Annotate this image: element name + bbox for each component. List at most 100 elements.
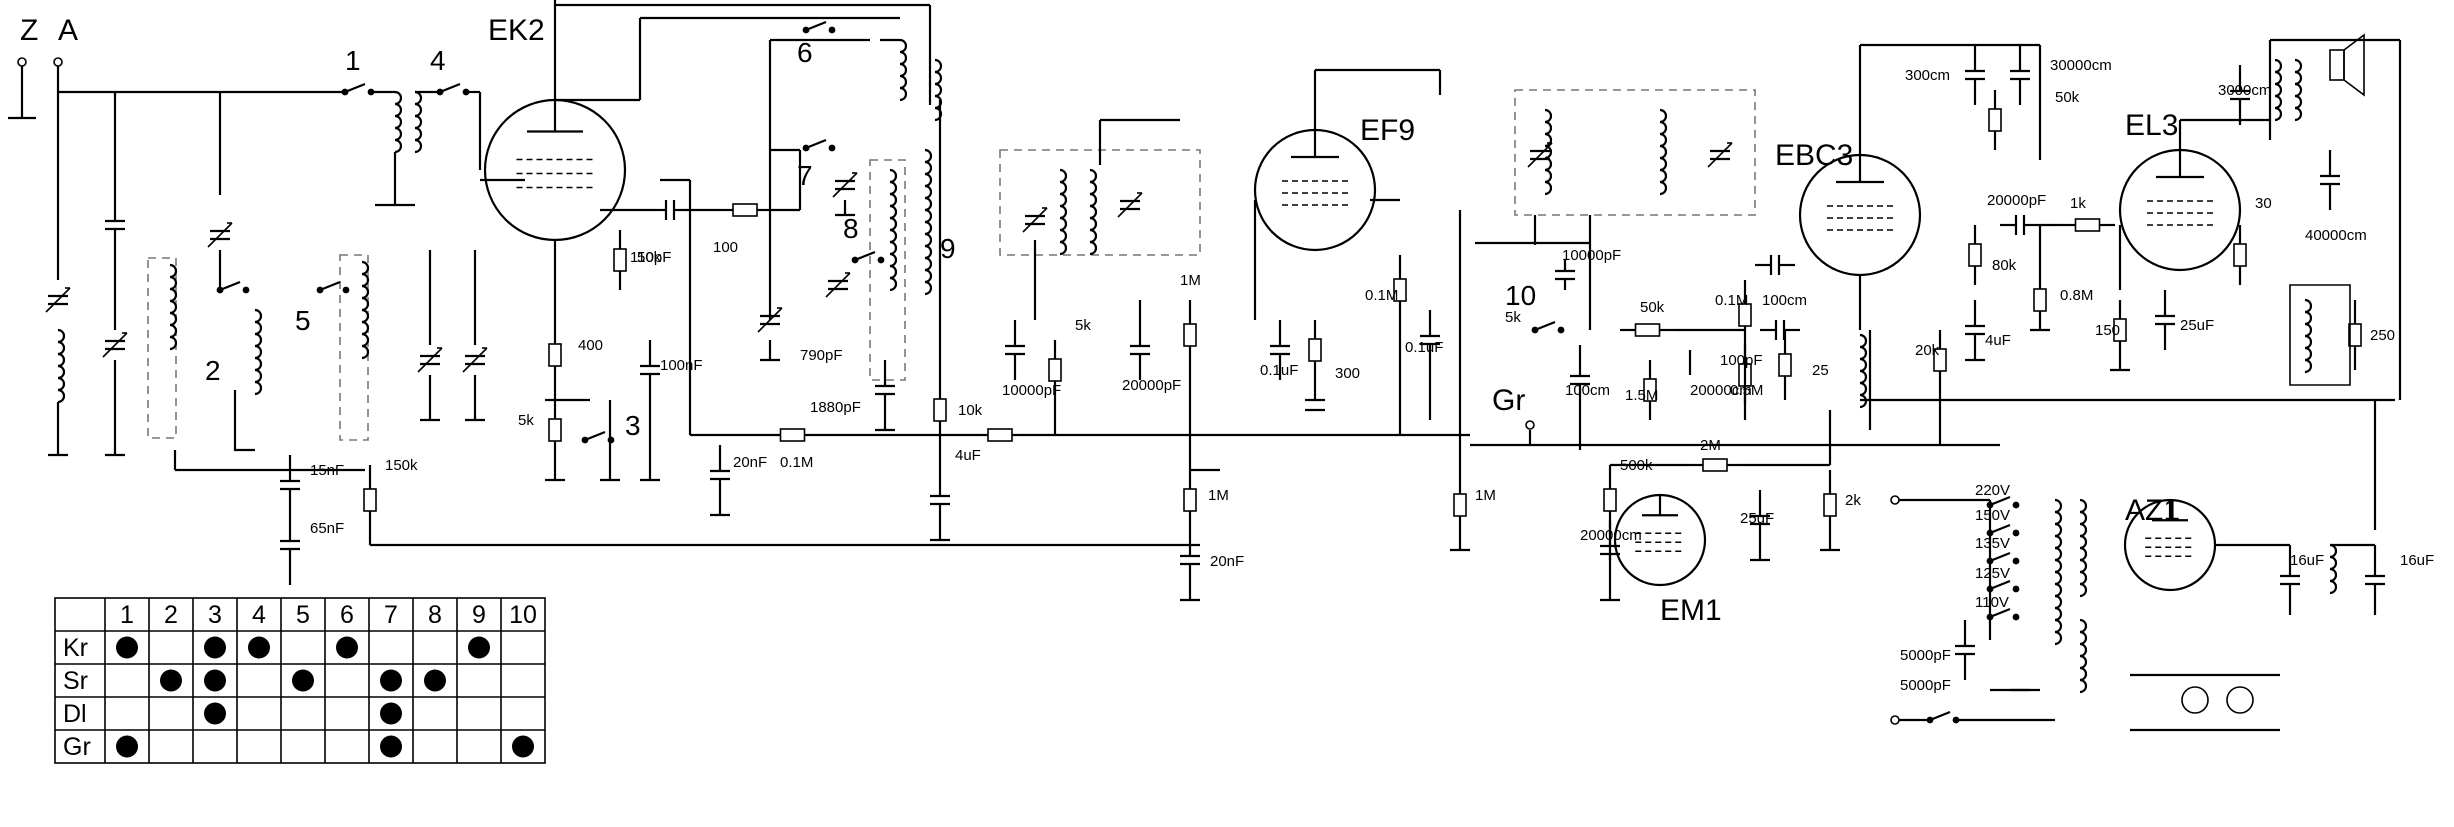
table-mark-dot — [204, 702, 226, 725]
table-column-header: 6 — [340, 601, 354, 629]
tap-switch-1 — [1986, 495, 2020, 509]
c25u-label: 25uF — [1740, 510, 1774, 527]
r2k — [1823, 470, 1837, 540]
c4u-a — [930, 470, 950, 530]
screen-box-1 — [147, 257, 177, 439]
speaker-icon — [2329, 49, 2345, 81]
c20000p_a-label: 20000pF — [1122, 377, 1181, 394]
c1880p — [875, 360, 895, 420]
coil — [889, 168, 898, 292]
r5k-b — [1048, 340, 1062, 400]
r5k_a-label: 5k — [518, 412, 534, 429]
c65n — [280, 515, 300, 575]
table-mark-dot — [336, 636, 358, 659]
switch-9-label: 9 — [940, 233, 956, 264]
screen-box-2 — [339, 254, 369, 441]
table-row-label-dl: Dl — [63, 700, 87, 728]
table-mark-dot — [116, 735, 138, 758]
antenna-trimmer — [45, 287, 71, 313]
table-mark-dot — [160, 669, 182, 692]
switch-8-label: 8 — [843, 213, 859, 244]
table-column-header: 5 — [296, 601, 310, 629]
c4u_b-label: 4uF — [1985, 332, 2011, 349]
coil — [361, 260, 370, 360]
r01m-b — [1393, 255, 1407, 325]
r01m_a-label: 0.1M — [780, 454, 813, 471]
junction-dot — [1986, 613, 1994, 621]
c5000p_b-label: 5000pF — [1900, 677, 1951, 694]
tube-em1 — [1613, 493, 1707, 587]
junction-dot — [462, 88, 470, 96]
tube-ek2 — [483, 98, 627, 242]
table-row-label-kr: Kr — [63, 634, 88, 662]
c100p — [1760, 320, 1800, 340]
junction-dot — [2012, 585, 2020, 593]
c10000p-b — [1555, 260, 1575, 290]
r01m-a — [760, 428, 825, 442]
trimmer-8 — [825, 272, 851, 298]
r1m_b-label: 1M — [1208, 487, 1229, 504]
tube-ebc3 — [1798, 153, 1922, 277]
r10k — [933, 380, 947, 440]
table-column-header: 4 — [252, 601, 266, 629]
r50k_b-label: 50k — [1640, 299, 1665, 316]
r100-label: 100 — [713, 239, 738, 256]
r150k-label: 150k — [385, 457, 418, 474]
c100p-label: 100pF — [1720, 352, 1763, 369]
c20000p_b-label: 20000pF — [1987, 192, 2046, 209]
switch-7-label: 7 — [797, 160, 813, 191]
coil — [924, 148, 933, 296]
tube-az1-label: AZ1 — [2125, 494, 2180, 527]
c01u-b — [1420, 310, 1440, 370]
junction-dot — [216, 286, 224, 294]
coil — [2304, 298, 2313, 374]
c100cm-b — [1755, 255, 1795, 275]
tube-ef9 — [1253, 128, 1377, 252]
c20n-a — [710, 445, 730, 505]
r50k_c-label: 50k — [2055, 89, 2080, 106]
r100 — [720, 203, 770, 217]
r10k-b — [980, 428, 1020, 442]
table-mark-dot — [204, 636, 226, 659]
coil — [934, 58, 943, 122]
table-column-header: 9 — [472, 601, 486, 629]
junction-dot — [828, 144, 836, 152]
coil — [1059, 168, 1068, 256]
r150 — [2113, 300, 2127, 360]
r01m_c-label: 0.1M — [1715, 292, 1748, 309]
c10000p_b-label: 10000pF — [1562, 247, 1621, 264]
table-column-header: 10 — [509, 601, 537, 629]
r1k-label: 1k — [2070, 195, 2086, 212]
r150-label: 150 — [2095, 322, 2120, 339]
coil — [1659, 108, 1668, 196]
r1m_c-label: 1M — [1475, 487, 1496, 504]
c20000cm_a-label: 20000cm — [1690, 382, 1752, 399]
el3-stage — [1608, 33, 2402, 600]
r25-label: 25 — [1812, 362, 1829, 379]
ebc3-stage — [1470, 43, 2395, 447]
r08m — [2033, 270, 2047, 330]
r50k-c — [1988, 90, 2002, 150]
r10k-label: 10k — [958, 402, 983, 419]
junction-dot — [1986, 585, 1994, 593]
junction-dot — [1926, 716, 1934, 724]
tap-switch-4 — [1986, 579, 2020, 593]
c1880p-label: 1880pF — [810, 399, 861, 416]
v110-label: 110V — [1975, 594, 2009, 611]
c3000cm — [2230, 65, 2250, 125]
r30 — [2233, 225, 2247, 285]
r1m-d — [1453, 470, 1467, 540]
table-column-header: 8 — [428, 601, 442, 629]
tube-ek2-label: EK2 — [488, 14, 545, 47]
r05m — [1738, 345, 1752, 405]
switch-10 — [1531, 320, 1565, 334]
pilot-lamp-2-icon — [2226, 686, 2254, 714]
junction-dot — [2012, 529, 2020, 537]
c20n-b — [1180, 530, 1200, 590]
tube-az1 — [2123, 498, 2217, 592]
v135-label: 135V — [1975, 535, 2010, 552]
table-mark-dot — [248, 636, 270, 659]
c20000cm-b — [1600, 520, 1620, 580]
